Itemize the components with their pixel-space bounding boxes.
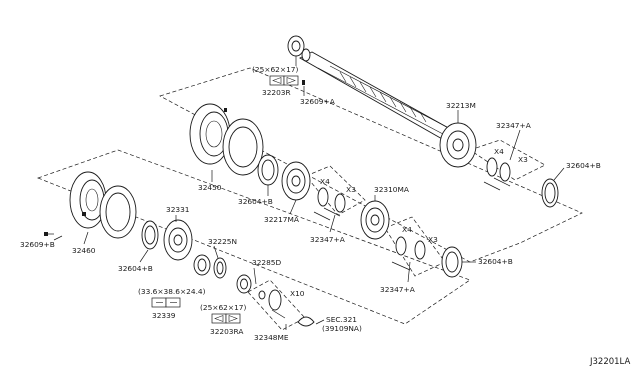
label-32203r: 32203R	[262, 88, 291, 97]
label-32609b: 32609+B	[20, 240, 55, 249]
group-outline-snapring	[247, 279, 306, 331]
group-outline-main	[159, 67, 583, 263]
bearing-32203ra	[236, 274, 252, 294]
needle-bearing-symbol	[151, 297, 181, 308]
label-32285d: 32285D	[252, 258, 282, 267]
gear-32213m	[439, 122, 477, 168]
label-32203ra: 32203RA	[210, 327, 243, 336]
leader-lines	[53, 56, 565, 330]
clutch-hub-32450	[189, 103, 264, 176]
gear-32331	[163, 219, 193, 261]
bearing-32203r	[287, 35, 305, 57]
bolt-32609b	[44, 232, 54, 236]
synchro-rings-top	[483, 157, 511, 191]
label-32348me: 32348ME	[254, 333, 289, 342]
washer-32225n	[213, 257, 227, 279]
clutch-hub-32460	[69, 171, 137, 239]
ring-32604b-right	[541, 178, 559, 208]
gear-32310ma	[360, 200, 390, 240]
group-outline-synchro-mid	[305, 165, 366, 216]
label-32225n: 32225N	[208, 237, 237, 246]
label-32331: 32331	[166, 205, 190, 214]
label-32347a-low: 32347+A	[380, 285, 415, 294]
part-32285d	[258, 290, 266, 300]
gear-32217ma	[281, 161, 311, 201]
part-labels: (25×62×17) 32203R 32609+A 32213M 32347+A…	[20, 65, 630, 367]
label-sec321: SEC.321	[326, 315, 357, 324]
label-32450: 32450	[198, 183, 222, 192]
ring-32604b-left	[141, 220, 159, 250]
label-32339: 32339	[152, 311, 176, 320]
label-sec321-sub: (39109NA)	[322, 324, 362, 333]
dimension-needle: (33.6×38.6×24.4)	[138, 287, 206, 296]
bolt-32609a	[302, 80, 305, 85]
label-32604b-right: 32604+B	[566, 161, 601, 170]
label-x4-low: X4	[402, 225, 412, 234]
label-32347a-mid: 32347+A	[310, 235, 345, 244]
label-x3-mid: X3	[346, 185, 356, 194]
ring-32604b-low	[441, 246, 463, 278]
label-32347a-top: 32347+A	[496, 121, 531, 130]
label-x4-top: X4	[494, 147, 504, 156]
label-32604b-mid: 32604+B	[238, 197, 273, 206]
group-outline-lower	[37, 149, 471, 325]
synchro-rings-low	[391, 236, 426, 271]
label-x3-low: X3	[428, 235, 438, 244]
dimension-bearing-low: (25×62×17)	[200, 303, 246, 312]
bearing-dimension-symbol	[211, 313, 241, 324]
label-x3-top: X3	[518, 155, 528, 164]
label-32310ma: 32310MA	[374, 185, 409, 194]
synchro-rings-mid	[313, 187, 346, 221]
dimension-bearing-top: (25×62×17)	[252, 65, 298, 74]
diagram-code: J32201LA	[589, 357, 630, 367]
label-32460: 32460	[72, 246, 96, 255]
label-32604b-left: 32604+B	[118, 264, 153, 273]
needle-bearing	[193, 254, 211, 276]
label-32604b-low: 32604+B	[478, 257, 513, 266]
label-x4-mid: X4	[320, 177, 330, 186]
bearing-dimension-symbol	[269, 75, 299, 86]
label-32217ma: 32217MA	[264, 215, 299, 224]
snap-ring-32348me	[268, 289, 286, 319]
group-outline-synchro-top	[469, 139, 546, 181]
label-32213m: 32213M	[446, 101, 476, 110]
label-32609a: 32609+A	[300, 97, 335, 106]
label-x10: X10	[290, 289, 305, 298]
ring-32604b-mid	[257, 154, 279, 186]
part-sec321	[297, 316, 315, 327]
